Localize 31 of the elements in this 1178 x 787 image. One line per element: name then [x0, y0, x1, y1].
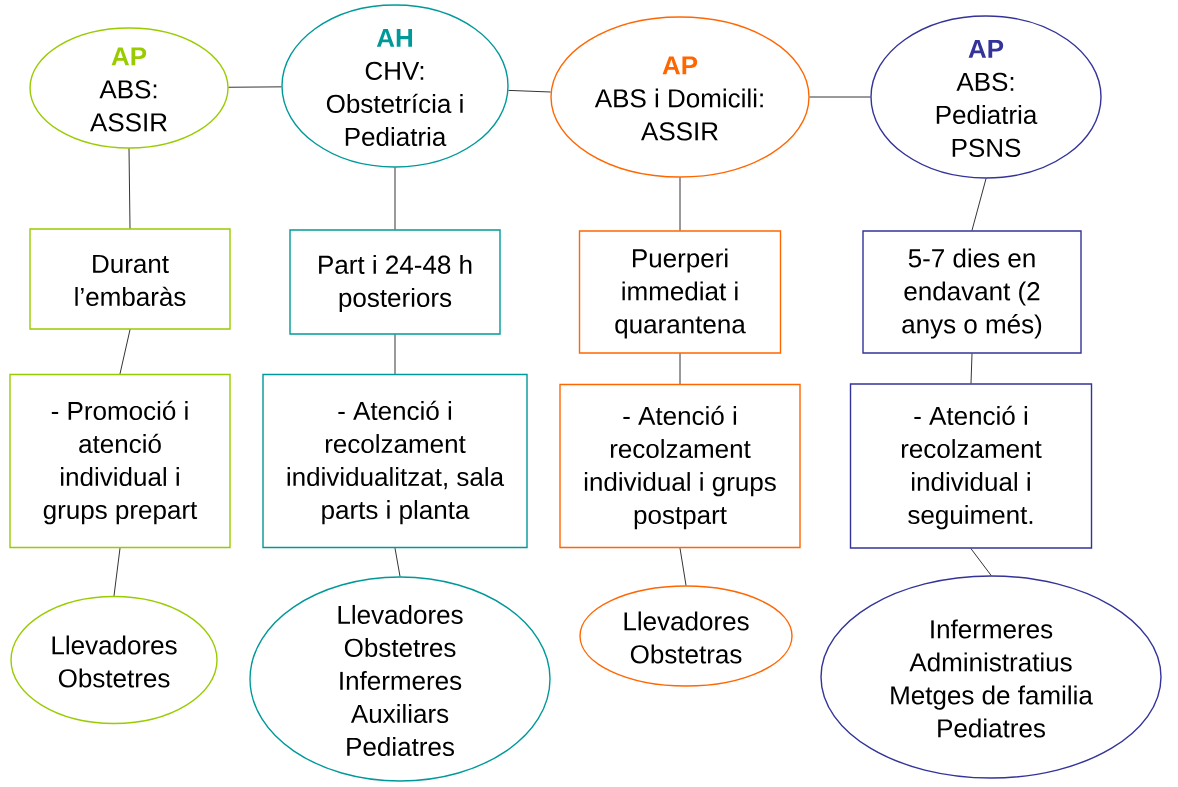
connector-line	[971, 178, 987, 231]
period-box: Puerperi immediat i quarantena	[578, 230, 782, 354]
setting-oval: AP ABS i Domicili: ASSIR	[550, 16, 810, 178]
connector-line	[970, 548, 992, 576]
setting-oval: AP ABS: Pediatria PSNS	[870, 15, 1102, 179]
period-box: Part i 24-48 h posteriors	[289, 229, 501, 335]
connector-line	[128, 148, 131, 229]
connector-line	[394, 547, 401, 577]
connector-line	[679, 177, 681, 231]
setting-oval: AP ABS: ASSIR	[29, 27, 229, 149]
connector-line	[508, 89, 551, 93]
connector-line	[113, 547, 121, 597]
staff-oval: Llevadores Obstetres Infermeres Auxiliars Pediatres	[249, 576, 551, 782]
connector-line	[394, 167, 396, 230]
connector-line	[228, 86, 282, 88]
staff-oval: Infermeres Administratius Metges de familia Pediatres	[820, 575, 1162, 779]
period-box: 5-7 dies en endavant (2 anys o més)	[862, 230, 1082, 354]
period-box: Durant l’embaràs	[29, 228, 231, 330]
connector-line	[679, 547, 687, 586]
connector-line	[970, 353, 973, 384]
activity-box: - Atenció i recolzament individualitzat, sala parts i planta	[262, 373, 528, 549]
connector-line	[809, 96, 871, 98]
setting-oval: AH CHV: Obstetrícia i Pediatria	[281, 4, 509, 168]
connector-line	[679, 353, 681, 385]
connector-line	[394, 334, 396, 375]
staff-oval: Llevadores Obstetras	[579, 585, 793, 687]
activity-box: - Atenció i recolzament individual i grups postpart	[559, 383, 801, 549]
staff-oval: Llevadores Obstetres	[10, 595, 218, 725]
activity-box: - Promoció i atenció individual i grups prepart	[9, 373, 231, 549]
activity-box: - Atenció i recolzament individual i seguiment.	[849, 383, 1093, 549]
connector-line	[119, 329, 131, 375]
